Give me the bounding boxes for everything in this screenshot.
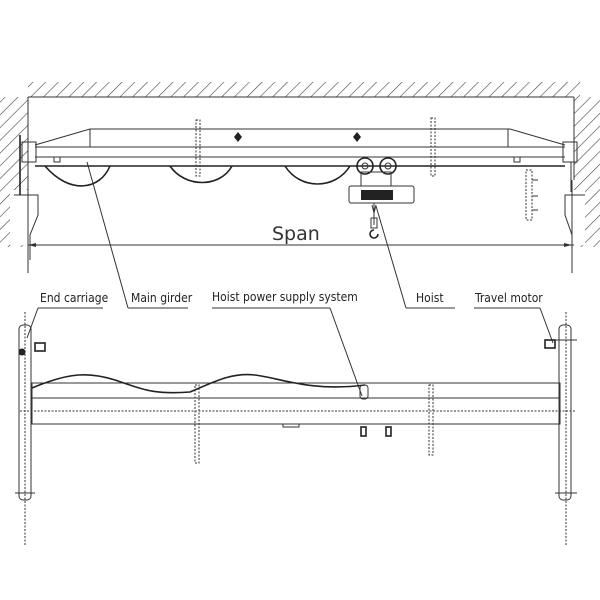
power-cable — [31, 373, 366, 394]
diamond-marker — [234, 132, 242, 142]
label-hoist: Hoist — [416, 291, 444, 305]
plan-view — [15, 312, 577, 545]
cable-festoon — [44, 165, 351, 187]
travel-motor-icon — [544, 339, 556, 349]
label-end-carriage: End carriage — [40, 291, 109, 305]
hoist-unit — [348, 157, 415, 239]
left-end-carriage-plan — [18, 324, 32, 501]
callout-labels: End carriage Main girder Hoist power sup… — [26, 161, 554, 397]
main-girder-elevation — [19, 117, 578, 221]
left-runway-bracket — [14, 194, 39, 260]
hook-icon — [369, 229, 379, 239]
span-dimension: Span — [27, 180, 574, 273]
ceiling-hatch — [28, 82, 580, 97]
elevation-view: Span — [0, 82, 600, 273]
left-end-carriage — [21, 141, 37, 163]
right-end-carriage-plan — [558, 324, 572, 501]
girder-top-flange — [31, 382, 561, 399]
control-panel — [525, 169, 533, 221]
label-main-girder: Main girder — [131, 291, 193, 305]
label-travel-motor: Travel motor — [474, 291, 543, 305]
diamond-marker — [353, 132, 361, 142]
right-end-carriage — [562, 141, 578, 163]
motor-icon — [34, 342, 46, 352]
label-hoist-power-supply: Hoist power supply system — [212, 290, 358, 304]
span-label: Span — [272, 223, 320, 245]
